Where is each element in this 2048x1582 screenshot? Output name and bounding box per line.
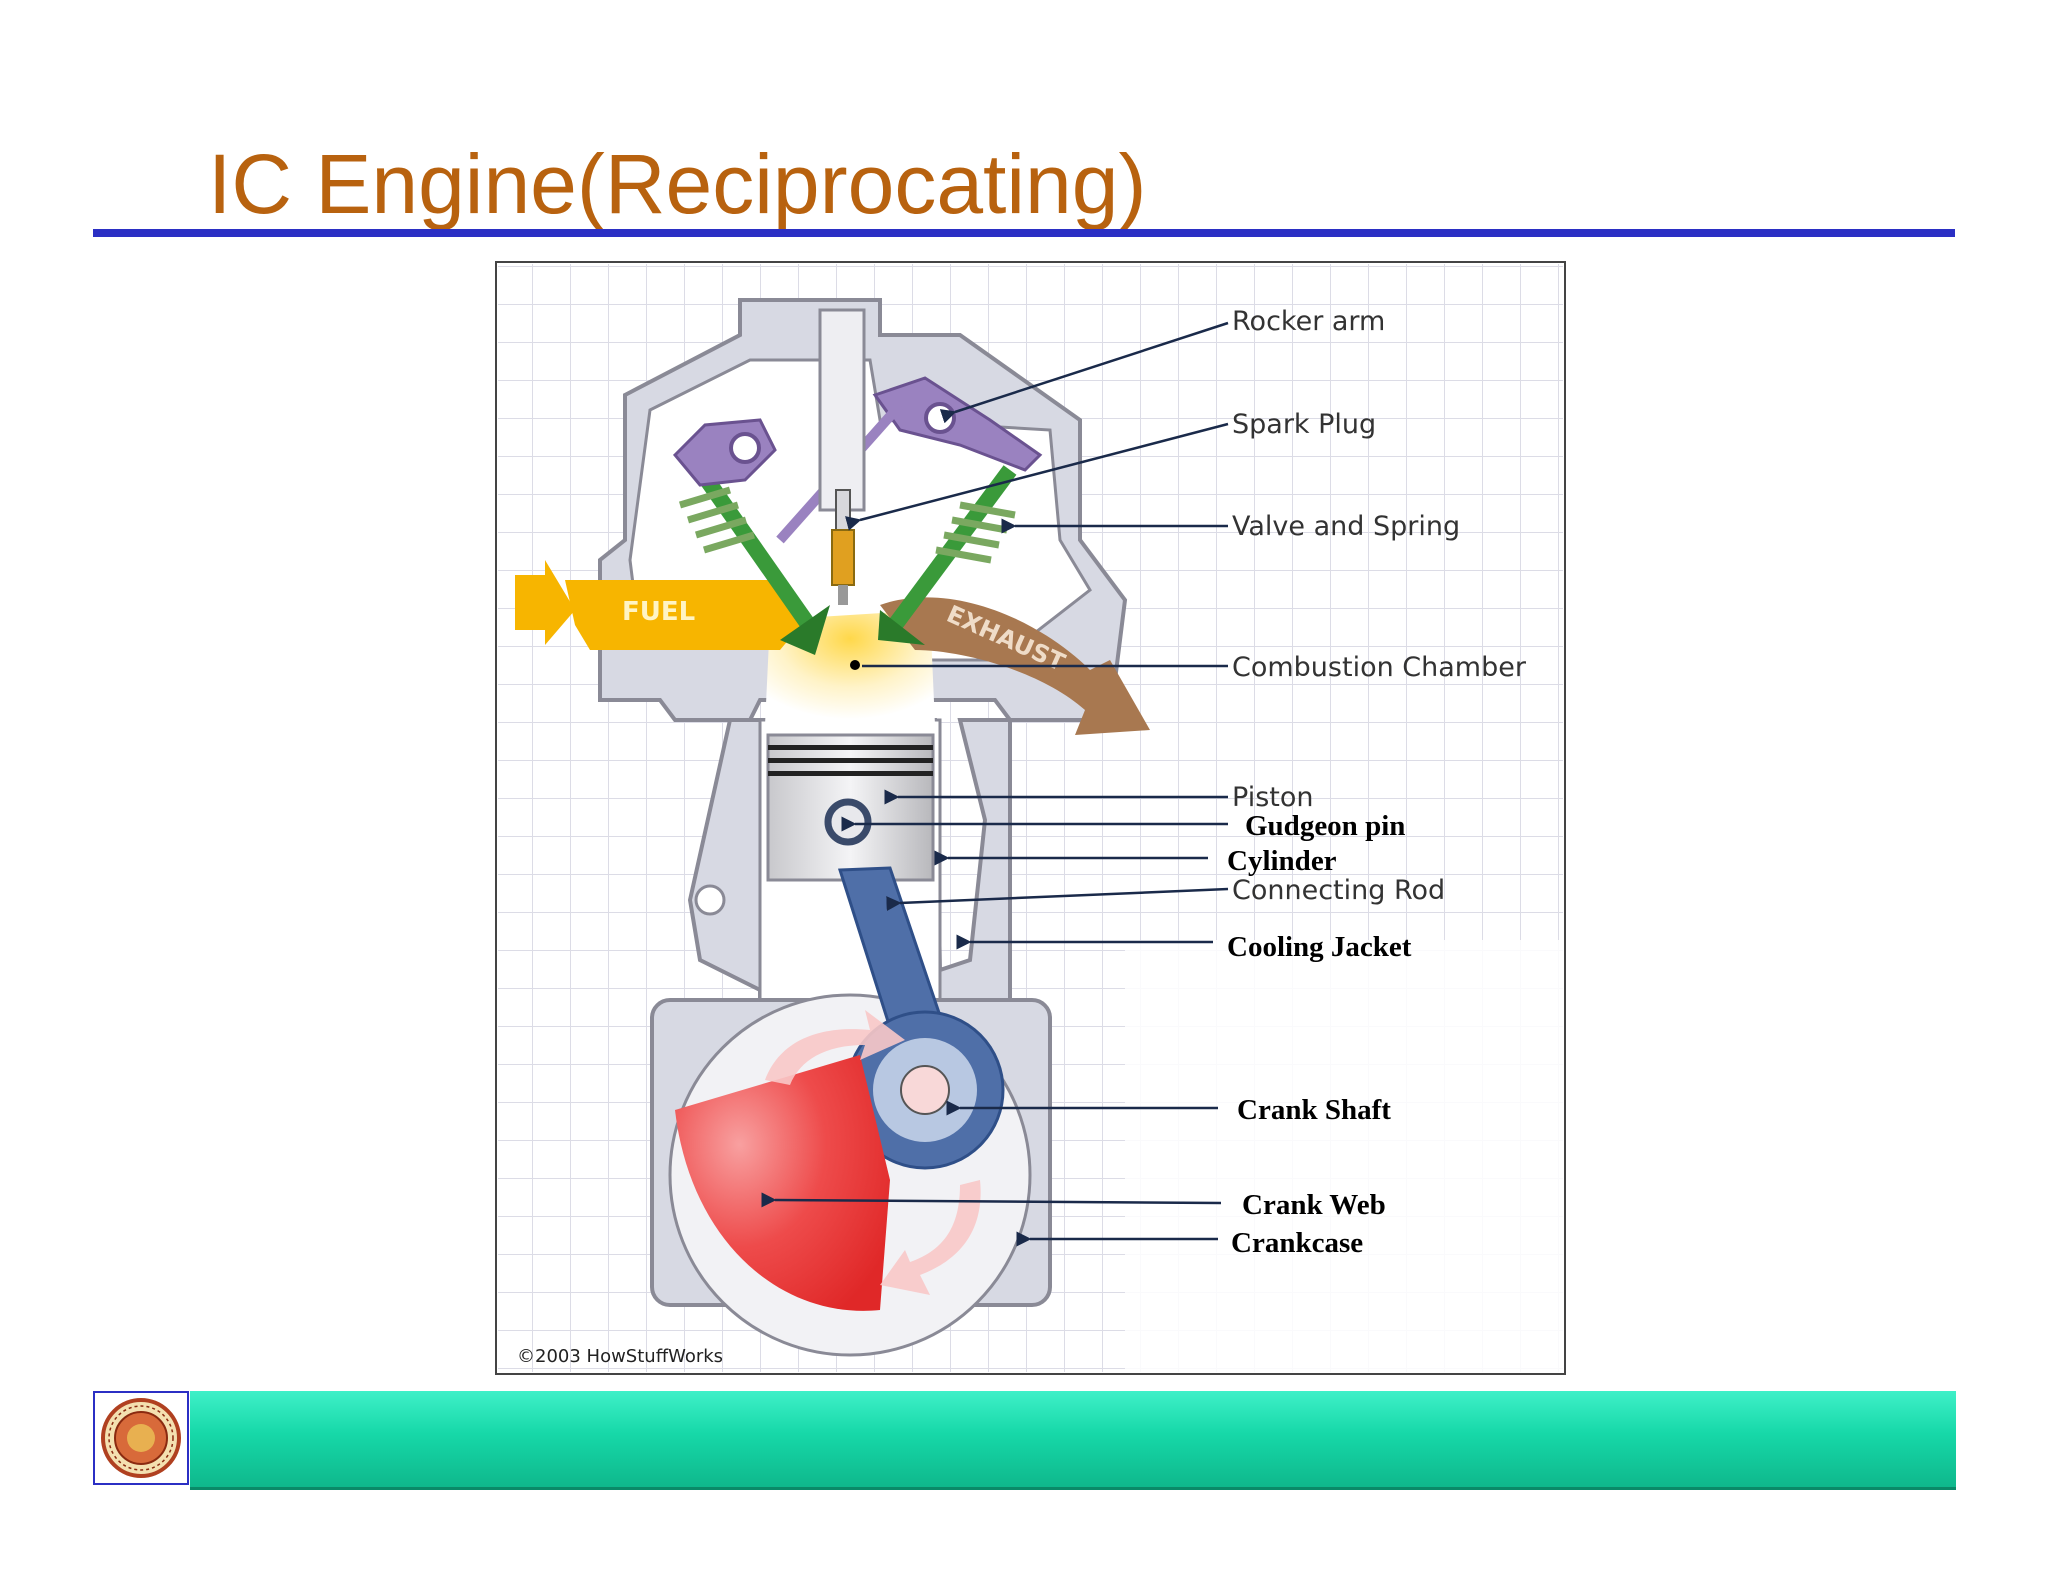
label-cooling-jacket: Cooling Jacket [1227,931,1412,963]
title-underline [93,229,1955,237]
rocker-arms [672,376,1043,544]
copyright-notice: ©2003 HowStuffWorks [517,1346,723,1367]
fuel-label: FUEL [622,597,695,627]
label-valve-spring: Valve and Spring [1232,511,1460,542]
label-crank-shaft: Crank Shaft [1237,1094,1391,1126]
college-logo [93,1391,189,1485]
footer-bar [190,1391,1956,1490]
label-connecting-rod: Connecting Rod [1232,875,1445,906]
gudgeon-pin [824,798,872,846]
label-spark-plug: Spark Plug [1232,409,1376,440]
label-crank-web: Crank Web [1242,1189,1386,1221]
label-cylinder: Cylinder [1227,845,1337,877]
crank-shaft [900,1065,950,1115]
fuel-flow: FUEL [515,560,805,650]
leader-lines [761,321,1229,1247]
label-rocker-arm: Rocker arm [1232,306,1385,337]
slide-title: IC Engine(Reciprocating) [208,137,1147,231]
diagram-labels: Rocker arm Spark Plug Valve and Spring C… [1227,306,1527,1259]
combustion-chamber-dot [850,660,860,670]
label-gudgeon-pin: Gudgeon pin [1245,810,1405,842]
rotation-arrows [765,1010,981,1295]
intake-valve [678,465,830,655]
crank-web [675,1055,890,1311]
label-crankcase: Crankcase [1231,1227,1363,1259]
exhaust-valve [878,465,1017,645]
label-piston: Piston [1232,782,1313,813]
college-seal-icon [101,1398,181,1478]
label-combustion-chamber: Combustion Chamber [1232,652,1527,683]
piston [766,733,935,882]
connecting-rod [837,866,1005,1170]
